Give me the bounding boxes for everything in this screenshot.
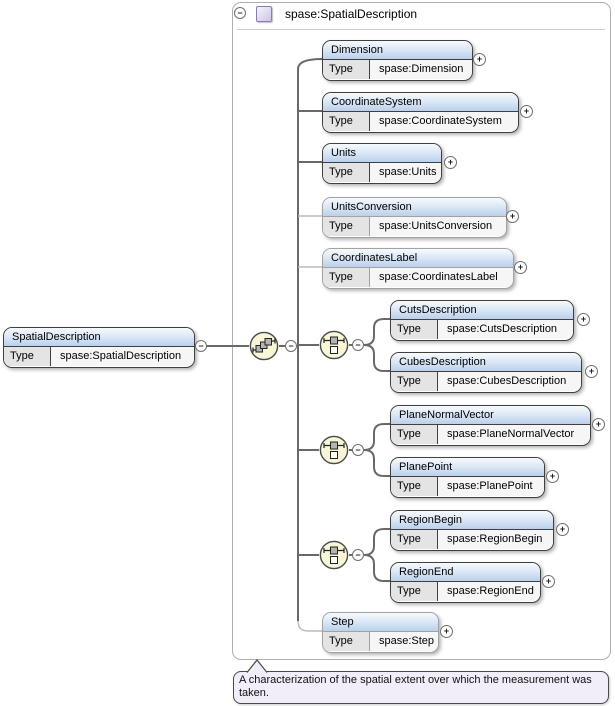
expand-icon[interactable]: + (514, 261, 527, 274)
element-type-row: Type spase:SpatialDescription (4, 347, 194, 366)
element-box-planenormalvector[interactable]: PlaneNormalVector Type spase:PlaneNormal… (390, 405, 591, 446)
annotation-box: A characterization of the spatial extent… (233, 671, 609, 704)
type-value: spase:PlanePoint (447, 480, 533, 492)
element-name: Units (323, 144, 441, 163)
element-type-row: Type spase:PlanePoint (391, 477, 544, 496)
collapse-icon[interactable]: − (234, 7, 246, 19)
expand-icon[interactable]: + (577, 313, 590, 326)
type-label: Type (323, 632, 370, 651)
element-box-spatialdescription[interactable]: SpatialDescription Type spase:SpatialDes… (3, 327, 195, 368)
element-name: Step (323, 613, 438, 632)
type-label: Type (323, 217, 370, 236)
element-name: PlaneNormalVector (391, 406, 590, 425)
element-box-coordinateslabel[interactable]: CoordinatesLabel Type spase:CoordinatesL… (322, 248, 514, 289)
element-box-unitsconversion[interactable]: UnitsConversion Type spase:UnitsConversi… (322, 197, 507, 238)
element-type-row: Type spase:RegionEnd (391, 582, 540, 601)
type-label: Type (391, 530, 438, 549)
expand-icon[interactable]: + (592, 418, 605, 431)
type-value: spase:CutsDescription (447, 323, 558, 335)
collapse-icon[interactable]: − (352, 444, 364, 456)
type-value: spase:RegionEnd (447, 585, 534, 597)
element-type-row: Type spase:PlaneNormalVector (391, 425, 590, 444)
element-type-row: Type spase:CoordinatesLabel (323, 268, 513, 287)
expand-icon[interactable]: + (473, 53, 486, 66)
element-name: CoordinateSystem (323, 93, 518, 112)
type-value: spase:SpatialDescription (60, 350, 182, 362)
type-label: Type (323, 268, 370, 287)
type-value: spase:CoordinatesLabel (379, 271, 498, 283)
element-name: Dimension (323, 41, 472, 60)
element-name: SpatialDescription (4, 328, 194, 347)
type-label: Type (391, 582, 438, 601)
element-box-units[interactable]: Units Type spase:Units (322, 143, 442, 184)
choice-icon[interactable] (319, 435, 349, 465)
type-value: spase:CubesDescription (447, 375, 567, 387)
type-label: Type (323, 60, 370, 79)
expand-icon[interactable]: + (542, 575, 555, 588)
type-label: Type (4, 347, 51, 366)
element-box-planepoint[interactable]: PlanePoint Type spase:PlanePoint (390, 457, 545, 498)
type-value: spase:Units (379, 166, 437, 178)
collapse-icon[interactable]: − (352, 549, 364, 561)
expand-icon[interactable]: + (444, 156, 457, 169)
element-type-row: Type spase:UnitsConversion (323, 217, 506, 236)
expand-icon[interactable]: + (506, 210, 519, 223)
collapse-icon[interactable]: − (195, 340, 207, 352)
type-label: Type (391, 320, 438, 339)
element-type-row: Type spase:RegionBegin (391, 530, 553, 549)
type-value: spase:UnitsConversion (379, 220, 493, 232)
element-type-row: Type spase:CoordinateSystem (323, 112, 518, 131)
element-name: RegionEnd (391, 563, 540, 582)
element-box-step[interactable]: Step Type spase:Step (322, 612, 439, 653)
choice-icon[interactable] (319, 330, 349, 360)
element-name: CubesDescription (391, 353, 581, 372)
sequence-icon[interactable] (249, 331, 279, 361)
header-separator (237, 29, 605, 30)
complex-type-icon (256, 6, 272, 22)
element-box-coordinatesystem[interactable]: CoordinateSystem Type spase:CoordinateSy… (322, 92, 519, 133)
expand-icon[interactable]: + (440, 625, 453, 638)
type-value: spase:RegionBegin (447, 533, 543, 545)
element-box-regionend[interactable]: RegionEnd Type spase:RegionEnd (390, 562, 541, 603)
element-type-row: Type spase:CutsDescription (391, 320, 573, 339)
collapse-icon[interactable]: − (352, 339, 364, 351)
element-name: PlanePoint (391, 458, 544, 477)
element-name: UnitsConversion (323, 198, 506, 217)
element-type-row: Type spase:Units (323, 163, 441, 182)
expand-icon[interactable]: + (585, 365, 598, 378)
expand-icon[interactable]: + (546, 470, 559, 483)
element-name: RegionBegin (391, 511, 553, 530)
element-type-row: Type spase:Step (323, 632, 438, 651)
type-label: Type (323, 163, 370, 182)
expand-icon[interactable]: + (556, 523, 569, 536)
choice-icon[interactable] (319, 540, 349, 570)
type-value: spase:Dimension (379, 63, 464, 75)
element-name: CoordinatesLabel (323, 249, 513, 268)
element-box-regionbegin[interactable]: RegionBegin Type spase:RegionBegin (390, 510, 554, 551)
type-label: Type (391, 425, 438, 444)
type-value: spase:PlaneNormalVector (447, 428, 575, 440)
collapse-icon[interactable]: − (285, 340, 297, 352)
element-type-row: Type spase:Dimension (323, 60, 472, 79)
container-title: spase:SpatialDescription (285, 7, 418, 21)
type-label: Type (391, 477, 438, 496)
type-label: Type (323, 112, 370, 131)
element-box-dimension[interactable]: Dimension Type spase:Dimension (322, 40, 473, 81)
element-box-cutsdescription[interactable]: CutsDescription Type spase:CutsDescripti… (390, 300, 574, 341)
expand-icon[interactable]: + (520, 105, 533, 118)
element-type-row: Type spase:CubesDescription (391, 372, 581, 391)
type-label: Type (391, 372, 438, 391)
type-value: spase:Step (379, 635, 435, 647)
type-value: spase:CoordinateSystem (379, 115, 502, 127)
element-name: CutsDescription (391, 301, 573, 320)
element-box-cubesdescription[interactable]: CubesDescription Type spase:CubesDescrip… (390, 352, 582, 393)
annotation-text: A characterization of the spatial extent… (239, 674, 592, 699)
